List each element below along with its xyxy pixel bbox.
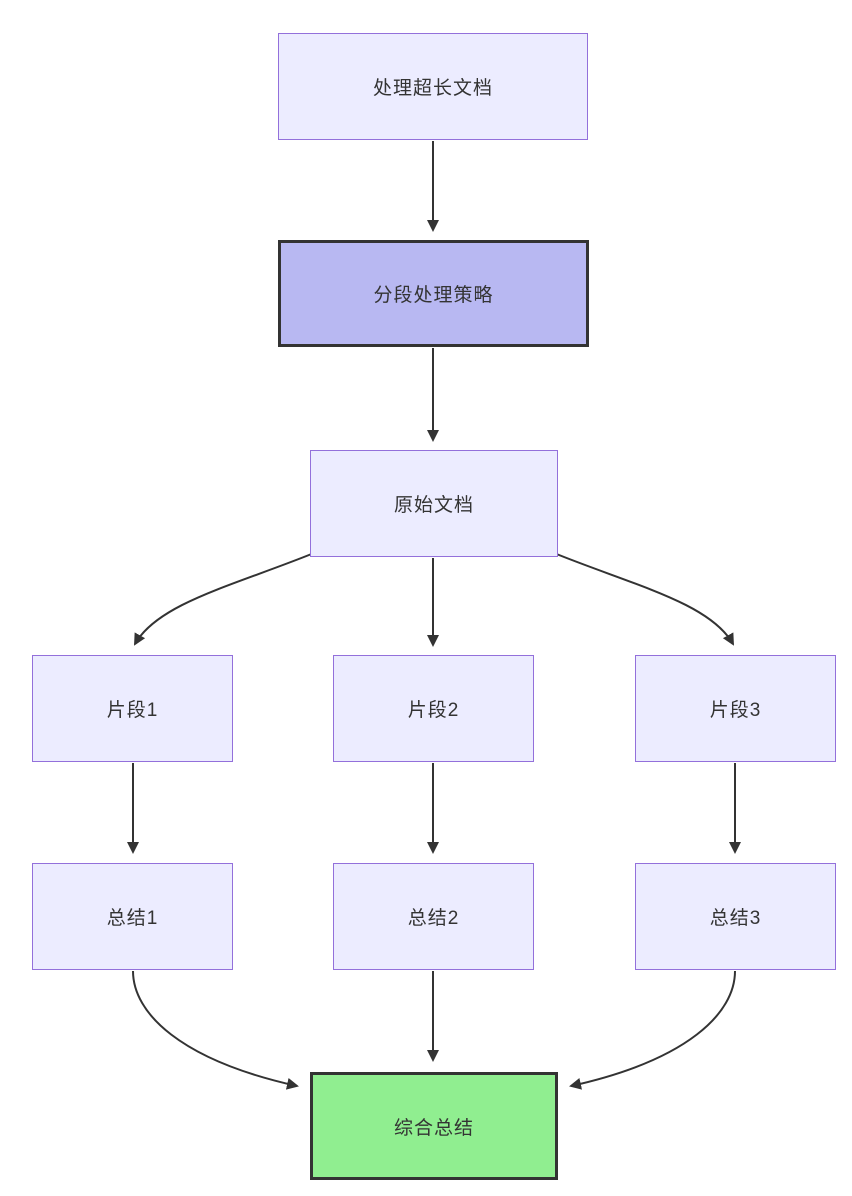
node-process-long-document-label: 处理超长文档 [372, 78, 493, 99]
node-fragment-3-label: 片段3 [709, 700, 762, 721]
edge-summary-3-to-final [569, 970, 736, 1090]
edge-document-to-fragment-3 [553, 552, 734, 646]
node-fragment-1: 片段1 [32, 655, 233, 762]
node-final-summary-label: 综合总结 [393, 1117, 474, 1139]
node-summary-3-label: 总结3 [709, 908, 762, 929]
node-summary-2-label: 总结2 [407, 908, 460, 929]
node-fragment-2-label: 片段2 [407, 700, 460, 721]
edge-document-to-fragment-1 [134, 552, 315, 646]
node-summary-1-label: 总结1 [106, 908, 159, 929]
edge-summary-1-to-final [132, 970, 299, 1090]
node-summary-3: 总结3 [635, 863, 836, 970]
node-fragment-3: 片段3 [635, 655, 836, 762]
node-original-document: 原始文档 [310, 450, 558, 557]
node-fragment-2: 片段2 [333, 655, 534, 762]
node-summary-1: 总结1 [32, 863, 233, 970]
node-final-summary: 综合总结 [310, 1072, 558, 1180]
node-fragment-1-label: 片段1 [106, 700, 159, 721]
node-process-long-document: 处理超长文档 [278, 33, 588, 140]
node-original-document-label: 原始文档 [393, 495, 474, 516]
node-segmentation-strategy: 分段处理策略 [278, 240, 589, 347]
node-summary-2: 总结2 [333, 863, 534, 970]
node-segmentation-strategy-label: 分段处理策略 [373, 285, 494, 306]
